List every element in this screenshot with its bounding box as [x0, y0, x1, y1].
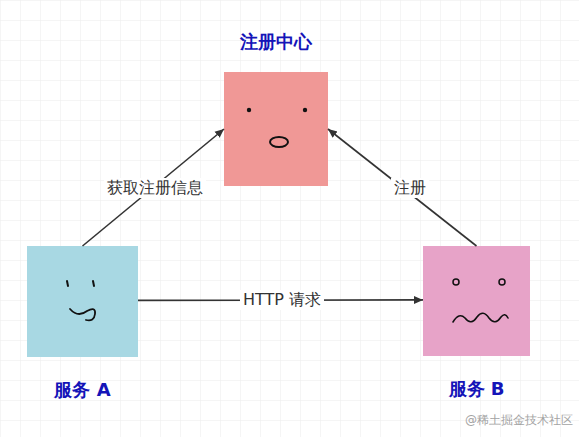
- arrow-connector: [328, 129, 477, 246]
- edge-label: HTTP 请求: [240, 290, 324, 310]
- node-heading: 服务 A: [54, 379, 110, 401]
- registry-face: [224, 72, 328, 186]
- arrow-connector: [83, 129, 225, 246]
- service-box: 服务 B: [423, 246, 530, 356]
- service-box: 服务 A: [27, 246, 138, 357]
- node-heading: 注册中心: [240, 31, 312, 53]
- edge-label: 注册: [391, 178, 429, 198]
- edge-label: 获取注册信息: [104, 178, 206, 198]
- service-a-face: [27, 246, 138, 357]
- node-heading: 服务 B: [449, 378, 505, 400]
- watermark: @稀土掘金技术社区: [465, 413, 573, 427]
- registry-center-box: 注册中心: [224, 72, 328, 186]
- service-b-face: [423, 246, 530, 356]
